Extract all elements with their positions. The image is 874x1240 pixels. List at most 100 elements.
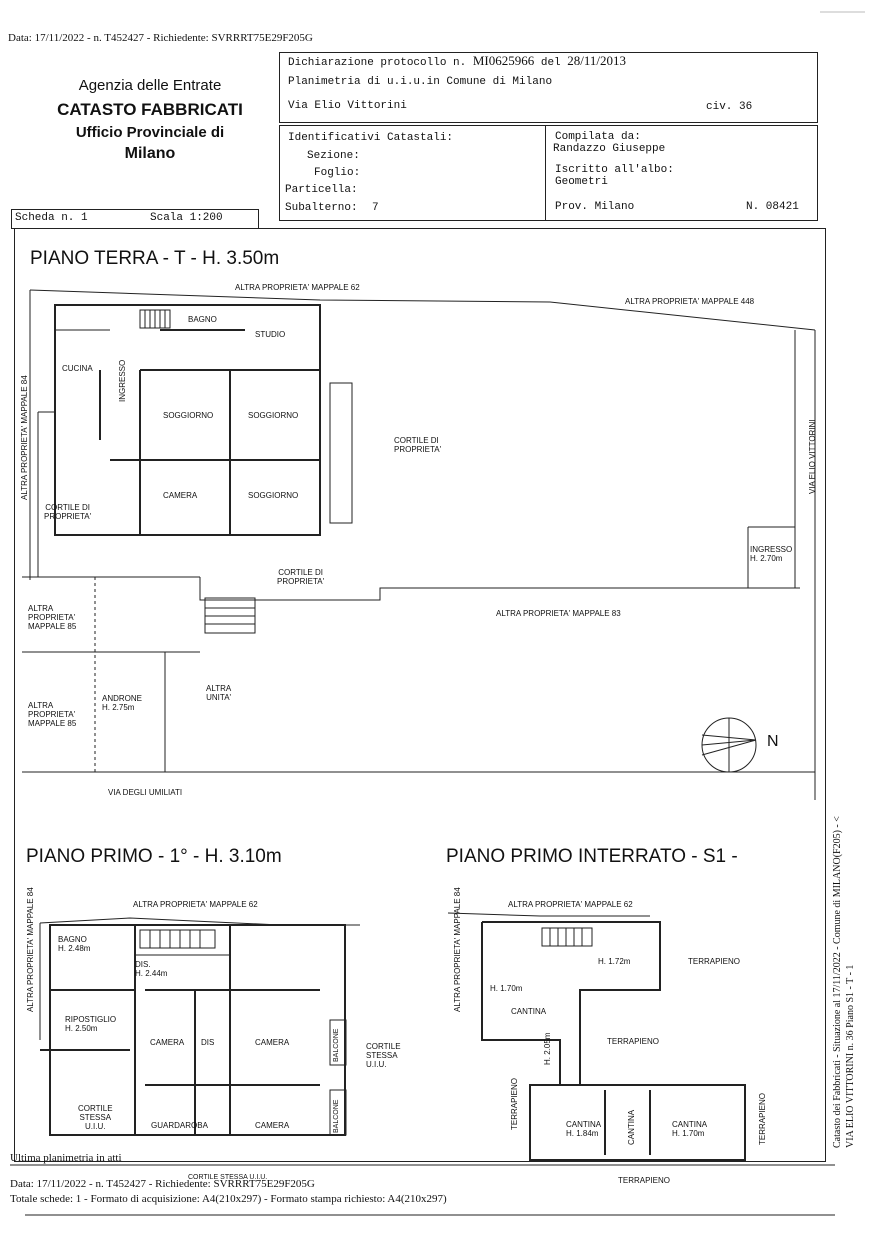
primo-cortile-left-line2: STESSA	[79, 1113, 112, 1122]
terra-camera: CAMERA	[163, 491, 198, 500]
interrato-terrapieno-bottom: TERRAPIENO	[618, 1176, 671, 1185]
side-catasto-text: Catasto dei Fabbricati - Situazione al 1…	[832, 816, 843, 1148]
interrato-cantina-2: CANTINA H. 1.84m	[566, 1120, 601, 1138]
street-line: Via Elio Vittorini	[288, 100, 407, 112]
ufficio-city: Milano	[124, 145, 176, 162]
cortile-mid-line2: PROPRIETA'	[277, 577, 325, 586]
primo-bagno: BAGNO H. 2.48m	[58, 935, 90, 953]
piano-interrato-title: PIANO PRIMO INTERRATO - S1 -	[446, 846, 738, 867]
altra-unita-line2: UNITA'	[206, 693, 232, 702]
primo-balcone-1: BALCONE	[333, 1028, 340, 1062]
ufficio-label: Ufficio Provinciale di	[75, 124, 225, 141]
interrato-cantina-4: CANTINA H. 1.70m	[672, 1120, 707, 1138]
declaration-date-label: del	[540, 57, 561, 69]
terra-cortile-mid: CORTILE DI PROPRIETA'	[277, 568, 324, 586]
terra-altra-448: ALTRA PROPRIETA' MAPPALE 448	[625, 297, 755, 306]
terra-via-umiliati: VIA DEGLI UMILIATI	[108, 788, 183, 797]
primo-dis-2: DIS	[201, 1038, 215, 1047]
compiled-by-label: Compilata da:	[555, 131, 641, 143]
primo-cortile-bottom: CORTILE STESSA U.I.U.	[188, 1174, 268, 1181]
terra-ingresso-right: INGRESSO H. 2.70m	[750, 545, 792, 563]
primo-cortile-stessa: CORTILE STESSA U.I.U.	[366, 1042, 401, 1069]
androne-height: H. 2.75m	[102, 703, 135, 712]
identifiers-divider	[545, 125, 546, 220]
interrato-altra-84: ALTRA PROPRIETA' MAPPALE 84	[453, 887, 462, 1012]
primo-ripostiglio: RIPOSTIGLIO H. 2.50m	[65, 1015, 116, 1033]
altra85b-line2: PROPRIETA'	[28, 710, 76, 719]
cortile-left-line2: PROPRIETA'	[44, 512, 92, 521]
interrato-h170: H. 1.70m	[490, 984, 523, 993]
footer-totale-line: Totale schede: 1 - Formato di acquisizio…	[10, 1193, 447, 1205]
terra-altra-62: ALTRA PROPRIETA' MAPPALE 62	[235, 283, 360, 292]
terra-cortile-left: CORTILE DI PROPRIETA'	[44, 503, 91, 521]
piano-terra-title: PIANO TERRA - T - H. 3.50m	[30, 248, 280, 269]
primo-ripostiglio-label: RIPOSTIGLIO	[65, 1015, 117, 1024]
civ-number: civ. 36	[706, 101, 753, 113]
terra-altra-84: ALTRA PROPRIETA' MAPPALE 84	[20, 375, 29, 500]
identifiers-box	[279, 125, 818, 221]
interrato-terrapieno-right: TERRAPIENO	[758, 1092, 767, 1145]
albo-label: Iscritto all'albo:	[555, 164, 674, 176]
ultima-planimetria: Ultima planimetria in atti	[10, 1152, 122, 1164]
interrato-cantina: CANTINA	[511, 1007, 547, 1016]
interrato-altra-62: ALTRA PROPRIETA' MAPPALE 62	[508, 900, 633, 909]
albo-number: N. 08421	[746, 201, 799, 213]
subalterno-value: 7	[372, 202, 379, 214]
primo-cortile-stessa-line3: U.I.U.	[366, 1060, 387, 1069]
particella-label: Particella:	[285, 184, 358, 196]
ingresso-right-height: H. 2.70m	[750, 554, 783, 563]
terra-ingresso: INGRESSO	[118, 359, 127, 402]
terra-studio: STUDIO	[255, 330, 286, 339]
cortile-mid-line1: CORTILE DI	[278, 568, 323, 577]
primo-balcone-2: BALCONE	[333, 1099, 340, 1133]
primo-altra-84: ALTRA PROPRIETA' MAPPALE 84	[26, 887, 35, 1012]
albo-value: Geometri	[555, 176, 608, 188]
primo-cortile-left: CORTILE STESSA U.I.U.	[78, 1104, 113, 1131]
catasto-title: CATASTO FABBRICATI	[57, 100, 243, 119]
interrato-cantina-4-height: H. 1.70m	[672, 1129, 705, 1138]
terra-cortile-right: CORTILE DI PROPRIETA'	[394, 436, 441, 454]
declaration-line: Dichiarazione protocollo n. MI0625966 de…	[288, 53, 626, 69]
primo-cortile-left-line1: CORTILE	[78, 1104, 113, 1113]
altra85a-line1: ALTRA	[28, 604, 54, 613]
primo-cortile-stessa-line1: CORTILE	[366, 1042, 401, 1051]
north-label: N	[767, 733, 779, 750]
primo-cortile-left-line3: U.I.U.	[85, 1122, 106, 1131]
terra-bagno: BAGNO	[188, 315, 217, 324]
drawing-frame	[14, 228, 826, 1162]
altra-unita-line1: ALTRA	[206, 684, 232, 693]
terra-cucina: CUCINA	[62, 364, 93, 373]
planimetry-line: Planimetria di u.i.u.in Comune di Milano	[288, 76, 553, 88]
interrato-h205: H. 2.05m	[543, 1032, 552, 1065]
primo-dis-height: H. 2.44m	[135, 969, 168, 978]
interrato-cantina-4-label: CANTINA	[672, 1120, 708, 1129]
terra-altra-unita: ALTRA UNITA'	[206, 684, 231, 702]
primo-ripostiglio-height: H. 2.50m	[65, 1024, 98, 1033]
primo-camera-3: CAMERA	[255, 1121, 290, 1130]
declaration-box	[279, 52, 818, 123]
interrato-cantina-2-label: CANTINA	[566, 1120, 602, 1129]
interrato-terrapieno-left: TERRAPIENO	[510, 1077, 519, 1130]
declaration-number: MI0625966	[472, 53, 535, 68]
terra-soggiorno-2: SOGGIORNO	[248, 411, 299, 420]
primo-camera-2: CAMERA	[255, 1038, 290, 1047]
terra-via-vittorini: VIA ELIO VITTORINI	[808, 419, 817, 494]
primo-cortile-stessa-line2: STESSA	[366, 1051, 398, 1060]
terra-soggiorno-3: SOGGIORNO	[248, 491, 299, 500]
sezione-label: Sezione:	[307, 150, 360, 162]
primo-altra-62: ALTRA PROPRIETA' MAPPALE 62	[133, 900, 258, 909]
cortile-right-line2: PROPRIETA'	[394, 445, 442, 454]
altra85a-line2: PROPRIETA'	[28, 613, 76, 622]
primo-dis-label: DIS.	[135, 960, 151, 969]
interrato-h172: H. 1.72m	[598, 957, 631, 966]
altra85b-line1: ALTRA	[28, 701, 54, 710]
foglio-label: Foglio:	[314, 167, 361, 179]
terra-androne: ANDRONE H. 2.75m	[102, 694, 142, 712]
terra-altra-85b: ALTRA PROPRIETA' MAPPALE 85	[28, 701, 76, 728]
identifiers-title: Identificativi Catastali:	[288, 132, 454, 144]
terra-soggiorno-1: SOGGIORNO	[163, 411, 214, 420]
ingresso-right-label: INGRESSO	[750, 545, 793, 554]
terra-altra-85a: ALTRA PROPRIETA' MAPPALE 85	[28, 604, 76, 631]
interrato-cantina-2-height: H. 1.84m	[566, 1129, 599, 1138]
primo-dis: DIS. H. 2.44m	[135, 960, 167, 978]
